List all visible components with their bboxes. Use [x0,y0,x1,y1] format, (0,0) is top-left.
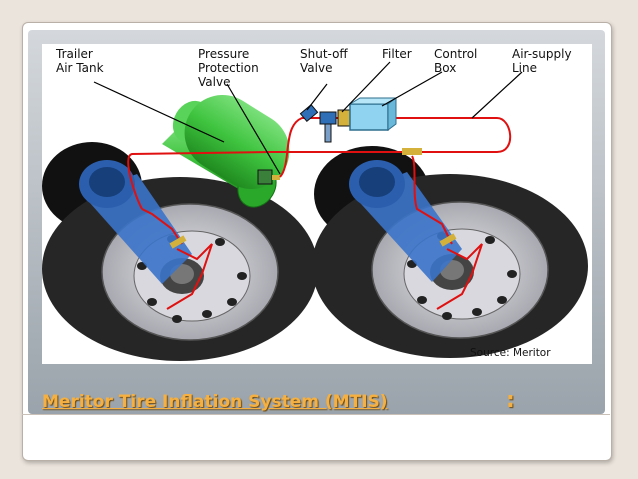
label-line: Line [512,61,537,75]
label-box: Box [434,61,456,75]
right-hub-fitting [439,233,457,247]
shutoff-valve [299,103,337,143]
slide-footer-line [22,414,610,415]
caption-colon: : [506,388,515,413]
label-protection: Protection [198,61,259,75]
control-box [348,97,398,131]
right-axle [349,160,462,282]
left-hub-fitting [169,235,187,249]
filter [337,109,351,127]
source-credit: Source: Meritor [470,347,551,359]
label-control: Control [434,47,477,61]
label-air-supply: Air-supply [512,47,572,61]
label-air-tank: Air Tank [56,61,104,75]
air-line-fitting [402,148,422,155]
trailer-air-tank [162,94,290,208]
label-trailer: Trailer [55,47,93,61]
right-wheel [312,174,588,358]
pressure-protection-valve [257,169,280,185]
mtis-diagram: Trailer Air Tank Pressure Protection Val… [42,47,588,361]
label-filter: Filter [382,47,412,61]
left-wheel [42,177,318,361]
diagram-figure: Trailer Air Tank Pressure Protection Val… [42,44,592,364]
label-pressure: Pressure [198,47,249,61]
air-supply-lines [127,117,512,310]
slide-caption[interactable]: Meritor Tire Inflation System (MTIS) [42,392,388,412]
label-valve: Valve [198,75,230,89]
label-shutoff: Shut-off [300,47,348,61]
leader-lines [93,61,523,175]
left-axle [79,160,192,284]
label-shutoff-valve: Valve [300,61,332,75]
